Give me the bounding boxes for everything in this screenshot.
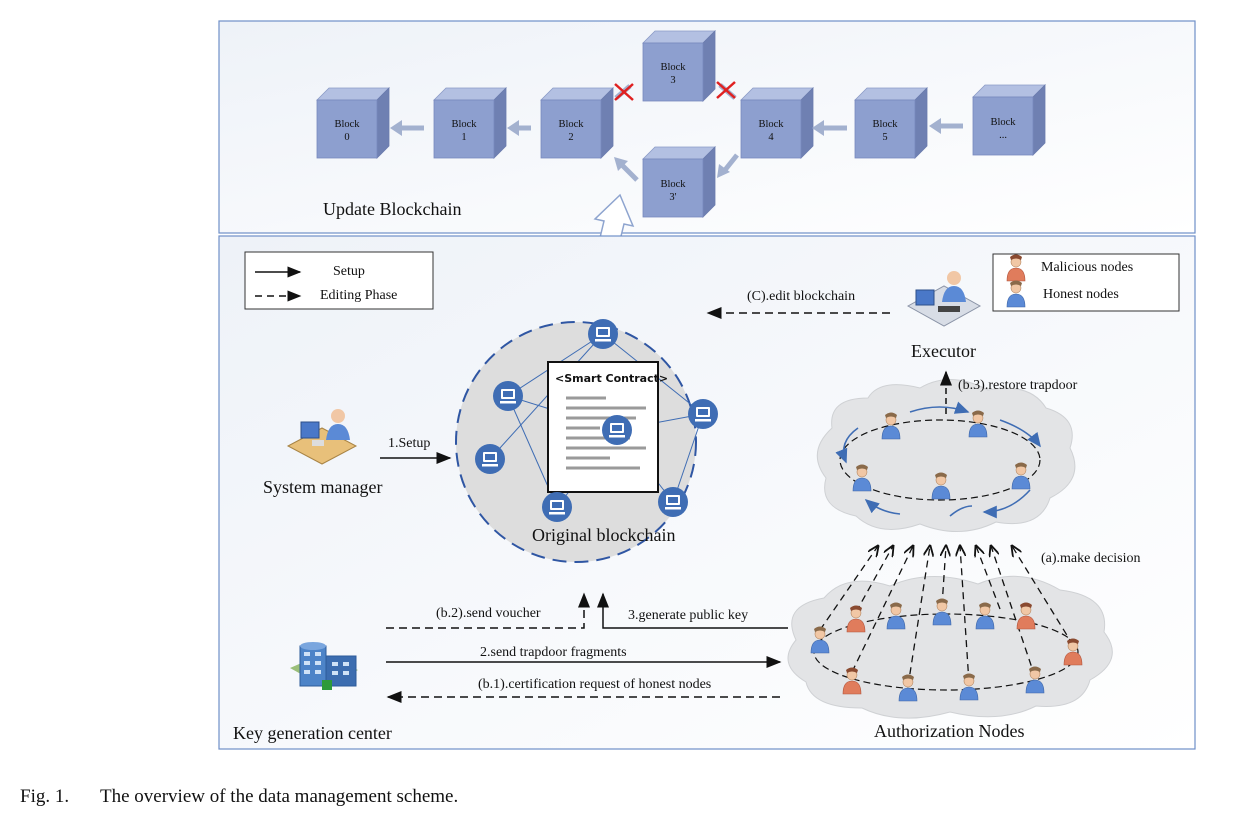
block-2-label: Block [558,119,584,130]
executor-label: Executor [911,341,976,361]
block-2-number: 2 [568,132,573,143]
generate-public-key-label: 3.generate public key [628,608,749,623]
send-trapdoor-label: 2.send trapdoor fragments [480,645,627,660]
computer-icon [542,492,572,522]
legend-setup-label: Setup [333,264,365,279]
send-voucher-arrow [386,592,590,629]
block-5-label: Block [872,119,898,130]
system-manager-icon [286,409,358,465]
computer-icon [475,444,505,474]
legend-malicious-label: Malicious nodes [1041,260,1134,275]
setup-arrow-label: 1.Setup [388,436,431,451]
block-4-label: Block [758,119,784,130]
legend-editing-label: Editing Phase [320,288,398,303]
kgc-label: Key generation center [233,723,392,743]
block-3-prime-number: 3' [669,192,676,203]
block-3-number: 3 [670,75,675,86]
computer-icon [658,487,688,517]
system-manager-label: System manager [263,477,383,497]
caption-number: Fig. 1. [20,786,70,807]
building-icon [290,642,358,690]
authorization-cloud [787,575,1113,719]
generate-public-key-arrow [597,592,788,629]
line-legend [244,251,434,310]
figure-caption: Fig. 1. The overview of the data manageme… [20,786,458,808]
computer-icon [493,381,523,411]
update-blockchain-title: Update Blockchain [323,199,462,219]
certification-request-label: (b.1).certification request of honest no… [478,677,712,692]
smart-contract-label: <Smart Contract> [555,372,669,385]
block-more-number: ... [999,130,1007,141]
decision-arrows [819,546,1074,687]
make-decision-label: (a).make decision [1041,551,1141,566]
block-3-label: Block [660,62,686,73]
block-more-label: Block [990,117,1016,128]
computer-icon [588,319,618,349]
flow-arrows [380,307,952,703]
authorization-nodes-label: Authorization Nodes [874,721,1025,741]
legend-honest-label: Honest nodes [1043,287,1119,302]
edit-blockchain-label: (C).edit blockchain [747,289,856,304]
computer-icon [602,415,632,445]
broken-link-marks [614,81,736,101]
computer-icon [688,399,718,429]
block-0-label: Block [334,119,360,130]
send-voucher-label: (b.2).send voucher [436,606,541,621]
executor-cloud [816,379,1076,533]
restore-trapdoor-label: (b.3).restore trapdoor [958,378,1078,393]
original-blockchain-label: Original blockchain [532,525,676,545]
caption-text: The overview of the data management sche… [100,786,459,807]
block-5-number: 5 [882,132,887,143]
block-0-number: 0 [344,132,349,143]
block-1-number: 1 [461,132,466,143]
executor-icon [906,271,982,327]
block-1-label: Block [451,119,477,130]
block-4-number: 4 [768,132,774,143]
block-3-prime-label: Block [660,179,686,190]
